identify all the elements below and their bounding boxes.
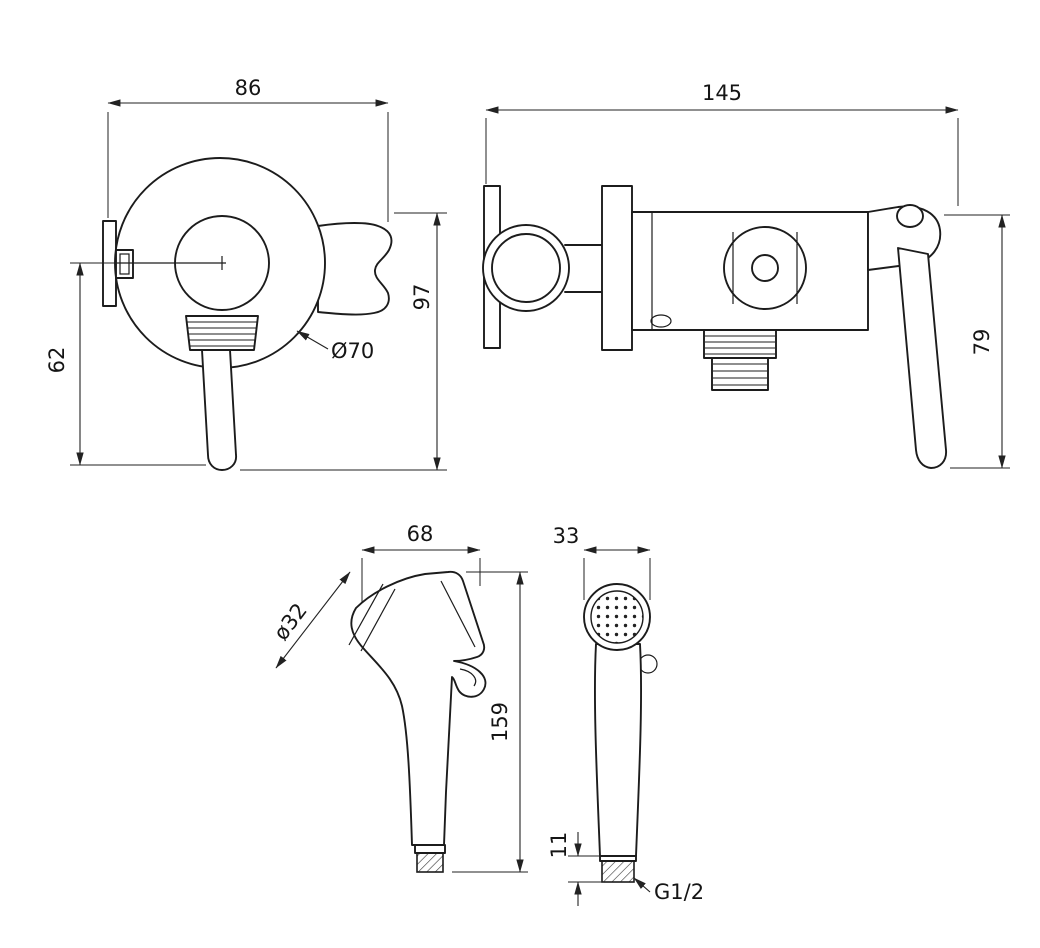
spray-connector-step xyxy=(414,844,446,854)
dim-label-62: 62 xyxy=(45,347,69,374)
mixer-lever-side xyxy=(897,247,947,469)
mixer-front-view xyxy=(102,157,393,471)
spray-thread-front xyxy=(601,860,635,883)
collar-line-2 xyxy=(360,588,396,652)
inlet-knob-detail xyxy=(119,253,130,275)
pivot-cap xyxy=(896,204,924,228)
dim-label-145: 145 xyxy=(702,81,742,105)
diverter-knob-center xyxy=(751,254,779,282)
dim-label-flange-diameter: Ø70 xyxy=(331,339,374,363)
supply-elbow-inner xyxy=(491,233,561,303)
spray-front-view xyxy=(583,583,658,883)
trigger-curl xyxy=(459,668,477,687)
mixer-lever-front xyxy=(201,349,237,471)
dim-label-thread: G1/2 xyxy=(654,880,704,904)
dim-label-97: 97 xyxy=(410,284,434,311)
spray-handle-front xyxy=(593,643,643,857)
mount-bracket xyxy=(601,185,633,351)
dim-label-79: 79 xyxy=(970,329,994,356)
dim-label-159: 159 xyxy=(488,702,512,742)
spray-body-side xyxy=(350,570,487,846)
dim-label-86: 86 xyxy=(235,76,262,100)
outlet-thread-front xyxy=(185,315,259,351)
dim-label-68: 68 xyxy=(407,522,434,546)
dim-label-head-diameter: ø32 xyxy=(269,599,312,645)
dimensions: 86 145 62 97 Ø70 79 68 ø32 1 xyxy=(45,76,1010,906)
spray-face-nozzles xyxy=(590,590,644,644)
dim-label-11: 11 xyxy=(547,832,571,859)
mixer-side-view xyxy=(482,185,947,469)
dim-label-33: 33 xyxy=(553,524,580,548)
outlet-nut xyxy=(703,329,777,359)
spray-side-view xyxy=(348,570,487,873)
face-rim-line xyxy=(440,580,476,648)
spray-holder-bracket xyxy=(317,222,393,316)
spray-thread-side xyxy=(416,852,444,873)
button-oval xyxy=(650,314,672,328)
collar-line-1 xyxy=(348,583,384,646)
